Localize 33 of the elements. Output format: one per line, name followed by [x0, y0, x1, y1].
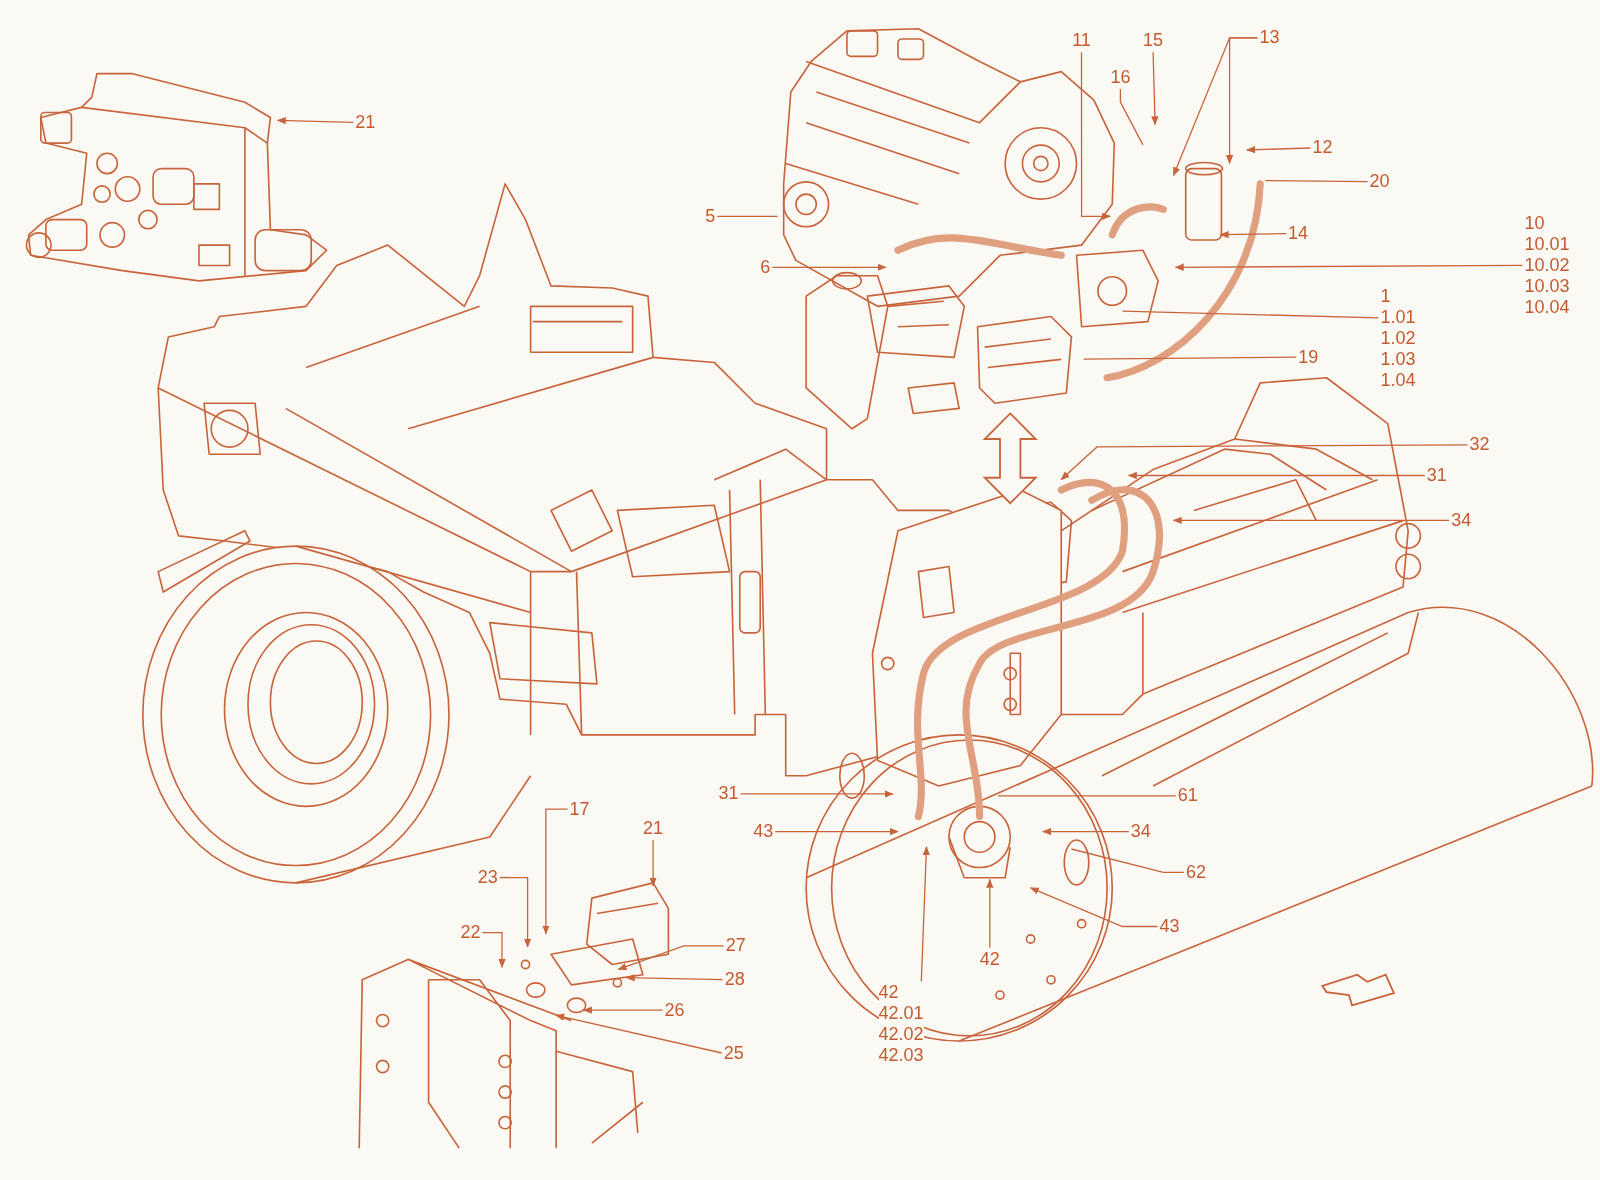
leader-line: [481, 931, 506, 969]
leader-line: [1121, 310, 1380, 319]
leader-line: [542, 808, 569, 935]
leader-line: [1127, 471, 1426, 480]
leader-line: [276, 117, 354, 125]
leader-line: [1080, 51, 1112, 220]
leader-line: [555, 1013, 723, 1054]
leader-line: [649, 839, 657, 887]
leader-line: [617, 945, 725, 971]
leader-line: [739, 790, 894, 798]
leader-line: [625, 974, 724, 982]
leader-line: [1172, 516, 1450, 525]
leader-line: [774, 827, 899, 836]
leader-line: [1219, 230, 1287, 239]
leader-line: [920, 846, 930, 983]
leader-line: [986, 878, 994, 949]
leader-line: [1174, 263, 1524, 271]
leader-line: [1029, 887, 1159, 928]
leader-line: [1264, 179, 1369, 183]
leader-line: [1070, 848, 1185, 874]
leader-line: [1060, 444, 1469, 481]
leader-line: [1119, 88, 1144, 146]
leader-line: [997, 795, 1177, 797]
leader-line: [1042, 827, 1130, 836]
leader-line: [499, 876, 532, 948]
leader-line: [1246, 146, 1312, 154]
leader-line: [1151, 51, 1159, 126]
callout-number: 42.01: [878, 1003, 924, 1025]
leader-line: [771, 263, 887, 271]
leader-line: [1225, 37, 1259, 165]
leader-line: [716, 215, 779, 217]
leader-line: [1083, 356, 1297, 360]
leader-line: [582, 1006, 664, 1014]
